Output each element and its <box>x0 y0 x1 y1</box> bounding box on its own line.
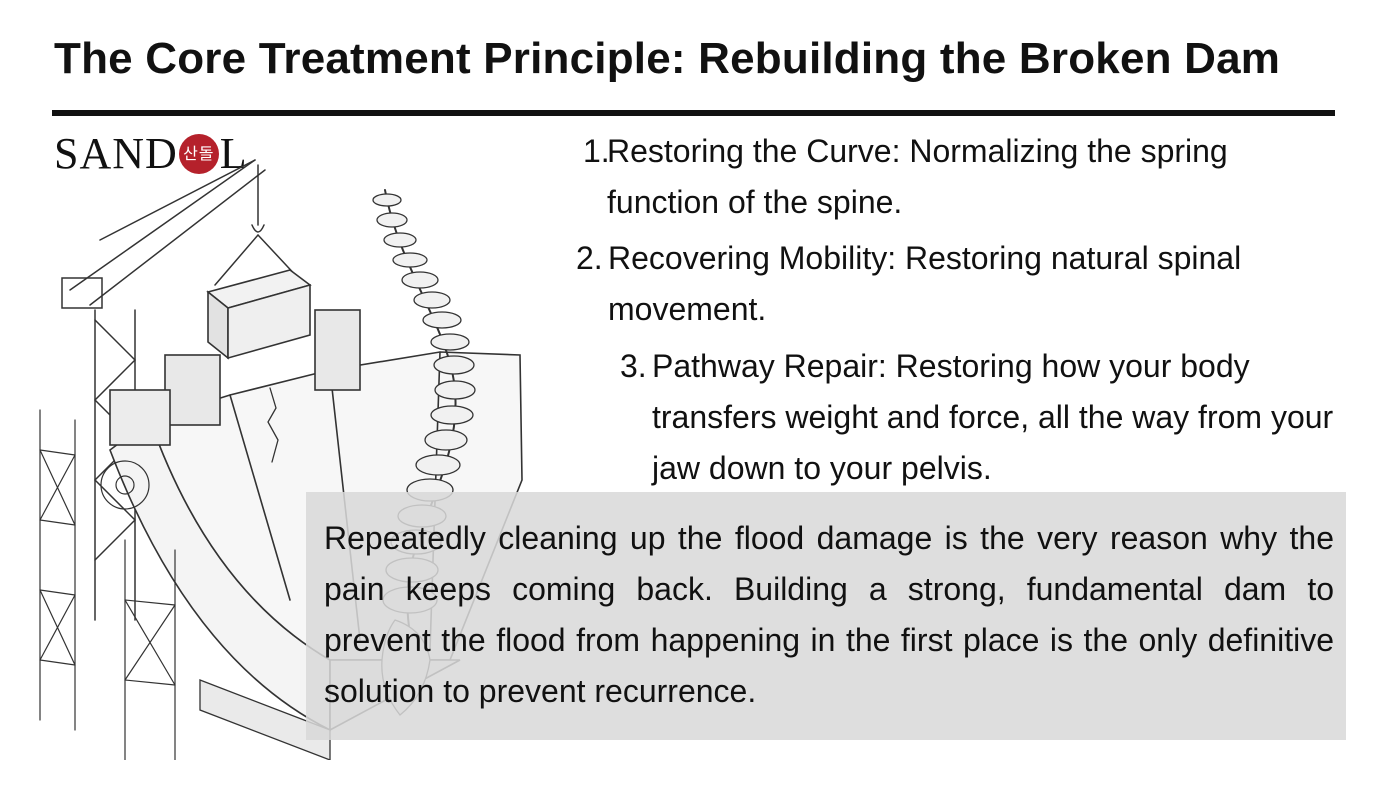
scaffolding-sketch <box>39 409 176 760</box>
principle-item-1: 1. Restoring the Curve: Normalizing the … <box>583 126 1343 228</box>
principle-item-3: 3. Pathway Repair: Restoring how your bo… <box>620 341 1340 494</box>
crane-sketch <box>61 159 301 621</box>
principle-item-2: 2. Recovering Mobility: Restoring natura… <box>576 233 1356 335</box>
logo-text-left: SAND <box>54 129 178 178</box>
principle-number-1: 1. <box>583 133 610 169</box>
logo-seal: 산돌 <box>178 133 219 174</box>
principle-text-2: Recovering Mobility: Restoring natural s… <box>608 240 1242 327</box>
principle-text-1: Restoring the Curve: Normalizing the spr… <box>607 133 1228 220</box>
principle-text-3: Pathway Repair: Restoring how your body … <box>652 348 1334 486</box>
title-divider <box>52 110 1335 116</box>
page-title: The Core Treatment Principle: Rebuilding… <box>54 34 1281 83</box>
callout-box <box>306 492 1346 740</box>
principle-number-3: 3. <box>620 348 647 384</box>
sandol-logo: SAND 산돌 L <box>54 128 248 179</box>
callout-text: Repeatedly cleaning up the flood damage … <box>324 520 1334 709</box>
principle-number-2: 2. <box>576 240 603 276</box>
hanging-block-sketch <box>206 269 312 360</box>
dam-base-sketch <box>199 679 331 760</box>
